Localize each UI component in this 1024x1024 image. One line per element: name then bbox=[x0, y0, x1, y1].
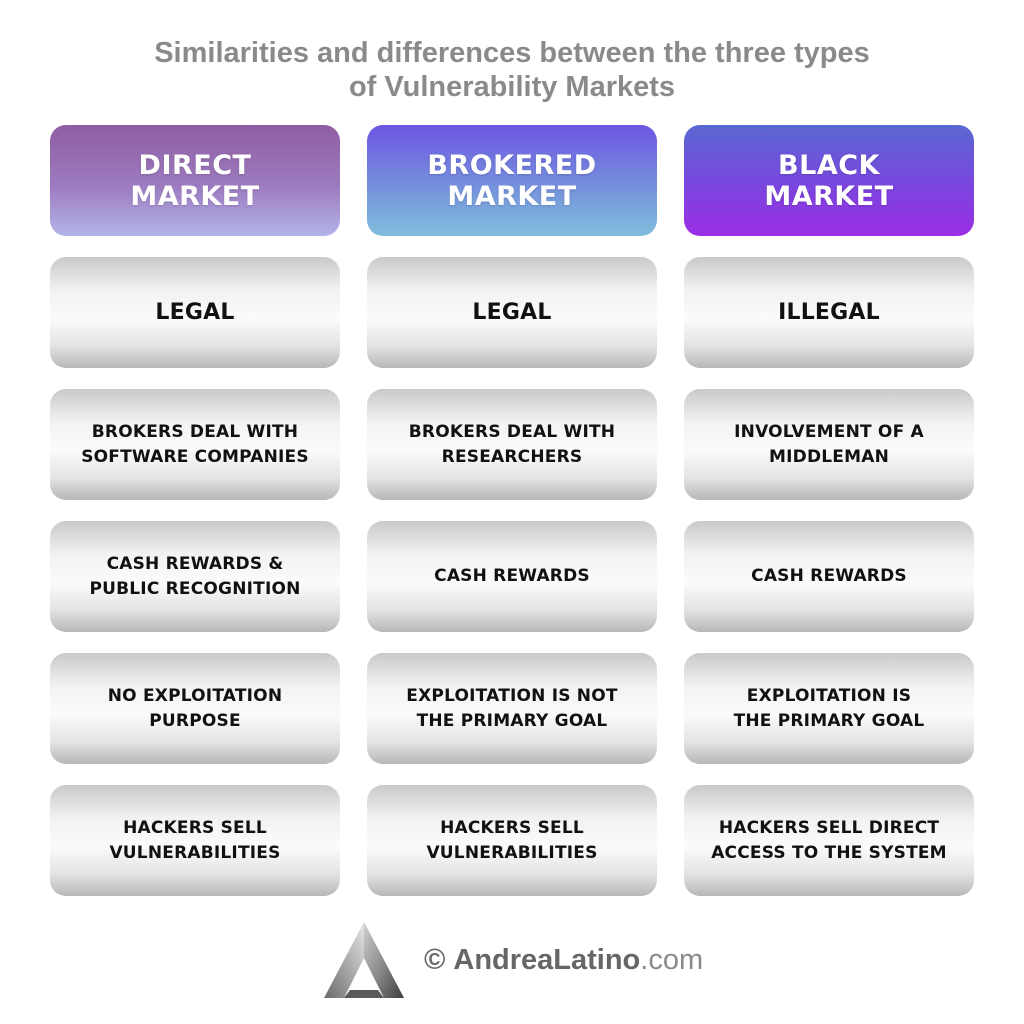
header-line: MARKET bbox=[764, 180, 894, 212]
cell-line: VULNERABILITIES bbox=[109, 842, 281, 863]
cell-line: CASH REWARDS & bbox=[106, 553, 284, 574]
cell-line: HACKERS SELL bbox=[440, 817, 584, 838]
brokered-market-header: BROKERED MARKET bbox=[367, 125, 657, 236]
direct-parties-cell: BROKERS DEAL WITH SOFTWARE COMPANIES bbox=[50, 389, 340, 500]
direct-legality-cell: LEGAL bbox=[50, 257, 340, 368]
cell-line: PUBLIC RECOGNITION bbox=[89, 578, 301, 599]
header-line: MARKET bbox=[130, 180, 260, 212]
header-line: MARKET bbox=[447, 180, 577, 212]
cell-line: PURPOSE bbox=[149, 710, 241, 731]
cell-line: THE PRIMARY GOAL bbox=[416, 710, 608, 731]
cell-line: ILLEGAL bbox=[778, 300, 880, 325]
brokered-legality-cell: LEGAL bbox=[367, 257, 657, 368]
brokered-sold-cell: HACKERS SELL VULNERABILITIES bbox=[367, 785, 657, 896]
direct-rewards-cell: CASH REWARDS & PUBLIC RECOGNITION bbox=[50, 521, 340, 632]
copyright-symbol: © bbox=[424, 943, 446, 976]
cell-line: BROKERS DEAL WITH bbox=[91, 421, 299, 442]
black-rewards-cell: CASH REWARDS bbox=[684, 521, 974, 632]
cell-line: EXPLOITATION IS bbox=[746, 685, 912, 706]
cell-line: LEGAL bbox=[155, 300, 235, 325]
black-market-header: BLACK MARKET bbox=[684, 125, 974, 236]
header-line: BROKERED bbox=[427, 149, 597, 181]
header-line: BLACK bbox=[778, 149, 880, 181]
title-line-2: of Vulnerability Markets bbox=[348, 71, 676, 103]
cell-line: CASH REWARDS bbox=[751, 566, 907, 586]
page-title: Similarities and differences between the… bbox=[0, 36, 1024, 104]
direct-exploitation-cell: NO EXPLOITATION PURPOSE bbox=[50, 653, 340, 764]
brand-tld: .com bbox=[640, 943, 704, 976]
direct-market-header: DIRECT MARKET bbox=[50, 125, 340, 236]
cell-line: ACCESS TO THE SYSTEM bbox=[711, 842, 947, 863]
brokered-parties-cell: BROKERS DEAL WITH RESEARCHERS bbox=[367, 389, 657, 500]
cell-line: EXPLOITATION IS NOT bbox=[406, 685, 618, 706]
copyright-text: ©AndreaLatino.com bbox=[424, 944, 703, 977]
black-parties-cell: INVOLVEMENT OF A MIDDLEMAN bbox=[684, 389, 974, 500]
black-sold-cell: HACKERS SELL DIRECT ACCESS TO THE SYSTEM bbox=[684, 785, 974, 896]
cell-line: NO EXPLOITATION bbox=[107, 685, 283, 706]
cell-line: SOFTWARE COMPANIES bbox=[81, 446, 309, 467]
cell-line: LEGAL bbox=[472, 300, 552, 325]
black-exploitation-cell: EXPLOITATION IS THE PRIMARY GOAL bbox=[684, 653, 974, 764]
brokered-exploitation-cell: EXPLOITATION IS NOT THE PRIMARY GOAL bbox=[367, 653, 657, 764]
brand-name: AndreaLatino bbox=[453, 943, 641, 976]
cell-line: HACKERS SELL bbox=[123, 817, 267, 838]
cell-line: MIDDLEMAN bbox=[768, 446, 889, 467]
brokered-rewards-cell: CASH REWARDS bbox=[367, 521, 657, 632]
cell-line: BROKERS DEAL WITH bbox=[408, 421, 616, 442]
header-line: DIRECT bbox=[138, 149, 252, 181]
cell-line: CASH REWARDS bbox=[434, 566, 590, 586]
black-legality-cell: ILLEGAL bbox=[684, 257, 974, 368]
comparison-grid: DIRECT MARKET BROKERED MARKET BLACK MARK… bbox=[50, 125, 974, 896]
cell-line: INVOLVEMENT OF A bbox=[734, 421, 924, 442]
cell-line: RESEARCHERS bbox=[441, 446, 583, 467]
title-line-1: Similarities and differences between the… bbox=[154, 37, 870, 69]
footer: ©AndreaLatino.com bbox=[322, 920, 703, 1000]
triangle-a-logo-icon bbox=[324, 922, 404, 998]
cell-line: VULNERABILITIES bbox=[426, 842, 598, 863]
cell-line: HACKERS SELL DIRECT bbox=[718, 817, 940, 838]
cell-line: THE PRIMARY GOAL bbox=[733, 710, 925, 731]
direct-sold-cell: HACKERS SELL VULNERABILITIES bbox=[50, 785, 340, 896]
